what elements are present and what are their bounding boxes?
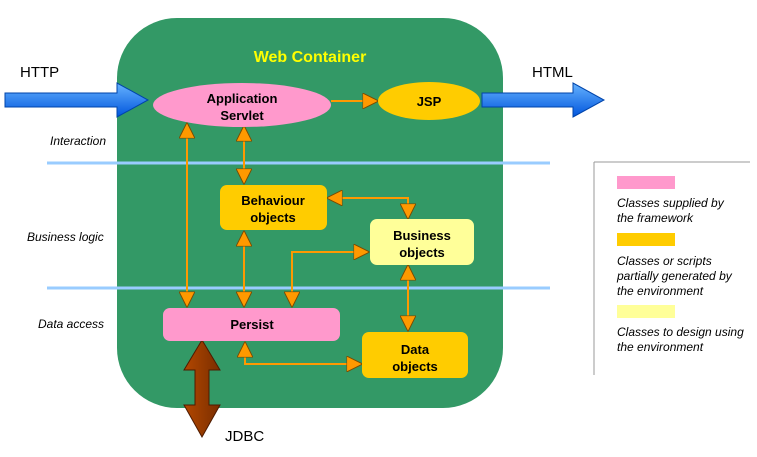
jdbc-arrow xyxy=(183,339,221,439)
data-objects: Data objects xyxy=(362,332,468,378)
connection-arrows xyxy=(187,101,408,364)
http-arrow xyxy=(4,82,150,118)
svg-text:Classes to design using: Classes to design using xyxy=(617,325,744,339)
svg-text:objects: objects xyxy=(250,210,296,225)
svg-text:JSP: JSP xyxy=(417,94,442,109)
svg-text:Servlet: Servlet xyxy=(220,108,264,123)
behaviour-objects: Behaviour objects xyxy=(220,185,327,230)
html-label: HTML xyxy=(532,64,573,81)
svg-text:the environment: the environment xyxy=(617,340,704,354)
legend-item-generated: Classes or scripts partially generated b… xyxy=(616,233,733,298)
svg-text:Persist: Persist xyxy=(230,317,274,332)
svg-text:partially generated by: partially generated by xyxy=(616,269,733,283)
legend-swatch-designed xyxy=(617,305,675,318)
application-servlet: Application Servlet xyxy=(153,83,331,127)
jsp: JSP xyxy=(378,82,480,120)
legend-item-framework: Classes supplied by the framework xyxy=(617,176,725,225)
html-arrow xyxy=(481,82,606,118)
business-objects: Business objects xyxy=(370,219,474,265)
layer-label-business: Business logic xyxy=(27,230,104,244)
legend-swatch-framework xyxy=(617,176,675,189)
http-label: HTTP xyxy=(20,64,59,81)
svg-text:the environment: the environment xyxy=(617,284,704,298)
layer-label-data: Data access xyxy=(38,317,104,331)
layer-label-interaction: Interaction xyxy=(50,134,106,148)
svg-text:objects: objects xyxy=(392,359,438,374)
svg-text:objects: objects xyxy=(399,245,445,260)
svg-text:Classes or scripts: Classes or scripts xyxy=(617,254,712,268)
svg-text:Behaviour: Behaviour xyxy=(241,193,305,208)
svg-text:the framework: the framework xyxy=(617,211,694,225)
svg-text:Data: Data xyxy=(401,342,430,357)
legend-swatch-generated xyxy=(617,233,675,246)
svg-text:Application: Application xyxy=(207,91,278,106)
svg-text:Business: Business xyxy=(393,228,451,243)
container-title: Web Container xyxy=(254,49,367,66)
persist: Persist xyxy=(163,308,340,341)
svg-text:Classes supplied by: Classes supplied by xyxy=(617,196,725,210)
legend-item-designed: Classes to design using the environment xyxy=(617,305,744,354)
legend: Classes supplied by the framework Classe… xyxy=(593,161,750,375)
jdbc-label: JDBC xyxy=(225,428,264,445)
